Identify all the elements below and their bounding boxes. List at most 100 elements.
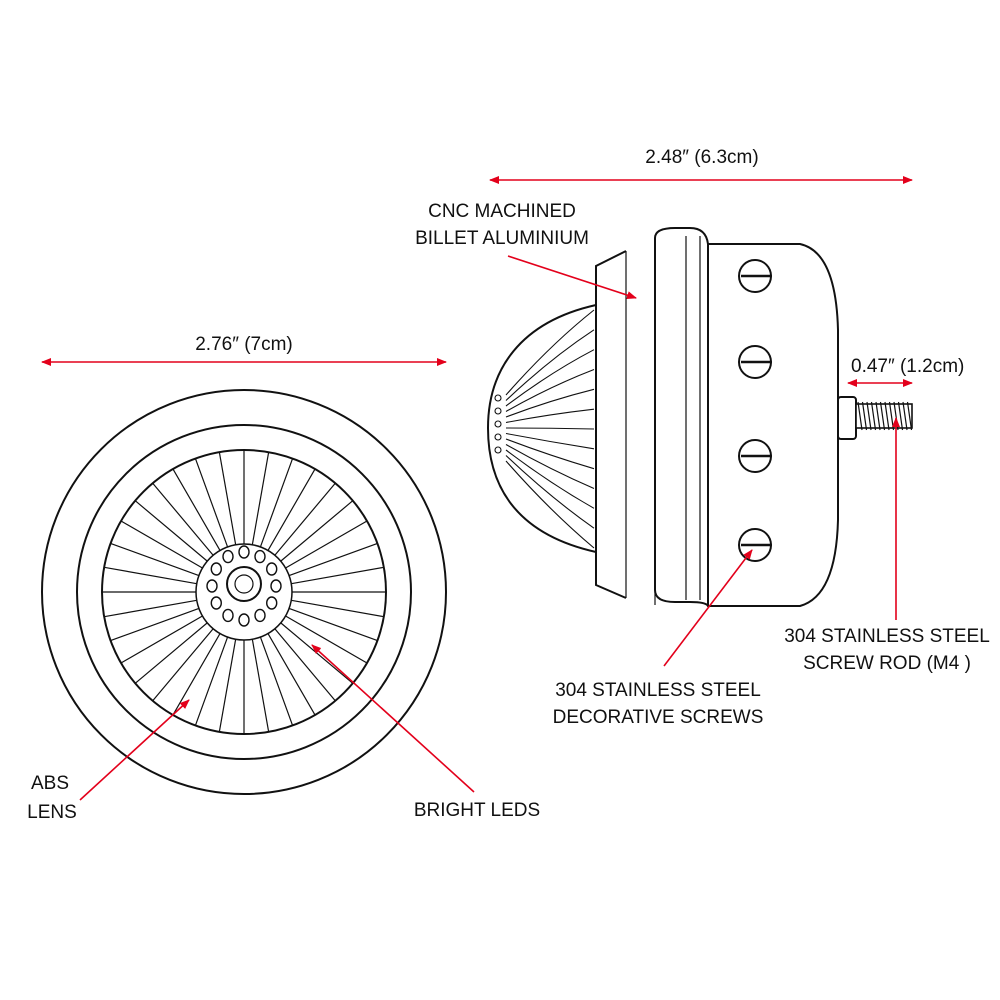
- rod-thread: [875, 401, 881, 431]
- lens-spoke: [288, 542, 378, 577]
- lens-spoke: [259, 636, 294, 726]
- lens-spoke: [291, 566, 384, 585]
- dimension-label-front: 2.76″ (7cm): [195, 334, 293, 355]
- dimension-side-length: 2.48″ (6.3cm): [489, 147, 913, 184]
- lens-spoke: [218, 452, 237, 545]
- rod-thread: [879, 401, 886, 431]
- rod-thread: [857, 401, 863, 431]
- callout-leds-arrow: [311, 644, 475, 793]
- lens-spoke: [120, 615, 203, 664]
- side-view: [486, 227, 913, 607]
- lens-spoke: [274, 482, 336, 556]
- led: [270, 579, 282, 593]
- lens-spoke: [251, 452, 270, 545]
- lens-spoke: [291, 599, 384, 618]
- lens-spoke: [120, 520, 203, 569]
- side-front-bezel: [595, 250, 627, 599]
- lens-spoke: [259, 458, 294, 548]
- callout-screws-line2: DECORATIVE SCREWS: [553, 707, 764, 728]
- led: [210, 562, 222, 576]
- callout-lens: ABS LENS: [27, 699, 190, 823]
- lens-spoke: [280, 500, 354, 562]
- lens-rib: [505, 432, 595, 450]
- lens-spoke: [152, 628, 214, 702]
- front-view: [41, 389, 447, 795]
- led: [210, 596, 222, 610]
- callout-body-line2: BILLET ALUMINIUM: [415, 228, 589, 249]
- callout-lens-arrow: [79, 699, 190, 801]
- lens-spoke: [104, 599, 197, 618]
- callout-screws-arrow: [663, 549, 753, 667]
- led: [266, 596, 278, 610]
- center-hub-inner: [234, 574, 254, 594]
- lens-rib: [505, 449, 595, 509]
- rod-thread: [902, 401, 908, 431]
- screw-head: [738, 439, 772, 473]
- rod-thread: [870, 401, 877, 431]
- lens-rib: [505, 368, 595, 412]
- dimension-label-rod: 0.47″ (1.2cm): [851, 356, 964, 377]
- lens-spoke: [218, 639, 237, 732]
- lens-rib: [505, 408, 595, 424]
- lens-rib: [505, 388, 595, 418]
- lens-spokes: [102, 450, 386, 734]
- lens-led-dot: [494, 446, 502, 454]
- led: [238, 545, 250, 559]
- callout-lens-line1: ABS: [31, 773, 69, 794]
- screw-head: [738, 345, 772, 379]
- decorative-screws: [738, 259, 772, 562]
- led: [254, 549, 266, 564]
- lens-led-dot: [494, 407, 502, 415]
- center-hub-outer: [226, 566, 262, 602]
- callout-body-arrow: [507, 255, 637, 299]
- lens-ribs: [505, 309, 595, 549]
- callout-body: CNC MACHINED BILLET ALUMINIUM: [415, 201, 637, 299]
- lens-rib: [505, 438, 595, 470]
- lens-rib: [505, 309, 595, 396]
- lens-spoke: [172, 468, 221, 551]
- lens-led-dot: [494, 420, 502, 428]
- callout-lens-line2: LENS: [27, 802, 77, 823]
- callout-leds: BRIGHT LEDS: [311, 644, 540, 821]
- lens-spoke: [267, 468, 316, 551]
- led: [222, 608, 234, 623]
- lens-spoke: [110, 607, 200, 642]
- screw-head: [738, 259, 772, 293]
- lens-spoke: [110, 542, 200, 577]
- lens-spoke: [285, 615, 368, 664]
- dimension-front-width: 2.76″ (7cm): [41, 334, 447, 366]
- lens-spoke: [251, 639, 270, 732]
- lens-spoke: [194, 458, 229, 548]
- lens-rib: [505, 460, 595, 549]
- lens-rib: [505, 444, 595, 490]
- lens-led-dots: [494, 394, 502, 454]
- lens-spoke: [134, 622, 208, 684]
- led: [222, 549, 234, 564]
- front-outer-rim: [41, 389, 447, 795]
- lens-led-dot: [494, 394, 502, 402]
- callout-rod-line2: SCREW ROD (M4 ): [803, 653, 971, 674]
- rod-thread: [906, 401, 913, 431]
- lens-spoke: [274, 628, 336, 702]
- callout-rod: 304 STAINLESS STEEL SCREW ROD (M4 ): [784, 417, 990, 674]
- lens-spoke: [285, 520, 368, 569]
- callout-screws-line1: 304 STAINLESS STEEL: [555, 680, 761, 701]
- rod-thread: [884, 401, 890, 431]
- lens-spoke: [288, 607, 378, 642]
- callout-screws: 304 STAINLESS STEEL DECORATIVE SCREWS: [553, 549, 764, 728]
- lens-rib: [505, 427, 595, 430]
- screw-head: [738, 528, 772, 562]
- led: [206, 579, 218, 593]
- lens-rib: [505, 329, 595, 401]
- side-body-shell: [654, 227, 839, 607]
- rod-thread: [861, 401, 868, 431]
- front-inner-rim: [76, 424, 412, 760]
- rod-thread: [866, 401, 872, 431]
- callout-rod-line1: 304 STAINLESS STEEL: [784, 626, 990, 647]
- lens-spoke: [104, 566, 197, 585]
- led: [254, 608, 266, 623]
- lens-spoke: [152, 482, 214, 556]
- dimension-label-side: 2.48″ (6.3cm): [645, 147, 758, 168]
- lens-spoke: [194, 636, 229, 726]
